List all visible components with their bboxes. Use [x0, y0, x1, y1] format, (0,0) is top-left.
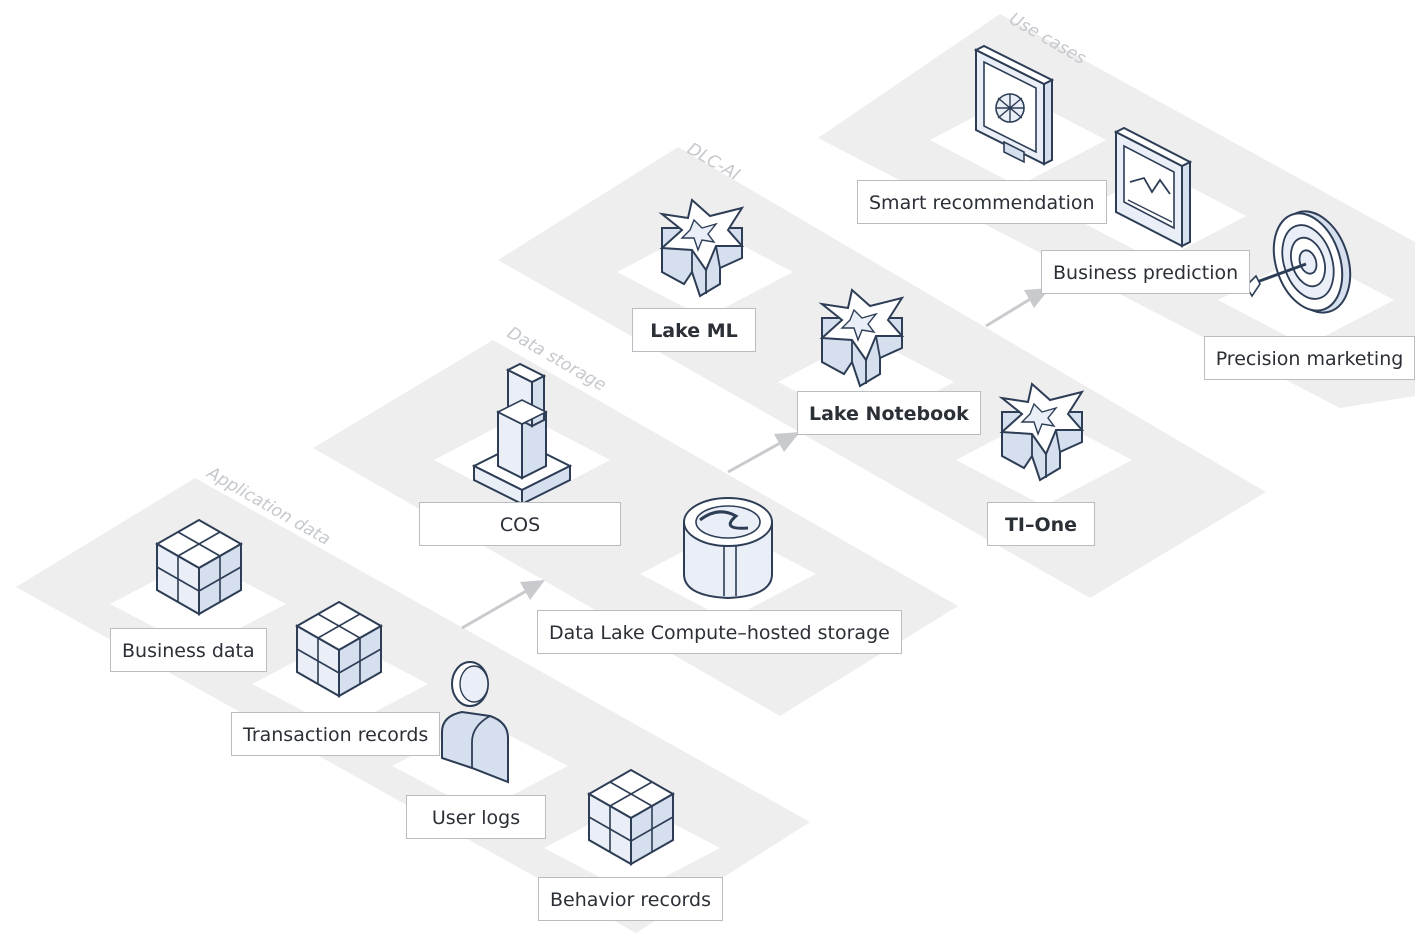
- label-dlc-storage: Data Lake Compute–hosted storage: [537, 610, 902, 654]
- dlc-storage-cylinder-icon: [682, 496, 774, 600]
- arrow-storage-to-dlc: [727, 432, 800, 474]
- label-cos: COS: [419, 502, 621, 546]
- label-lake-notebook: Lake Notebook: [797, 391, 981, 435]
- label-smart-recommendation: Smart recommendation: [857, 180, 1107, 224]
- label-ti-one: TI–One: [987, 502, 1095, 546]
- label-business-data: Business data: [110, 628, 267, 672]
- arrow-application-to-storage: [461, 580, 545, 630]
- label-lake-ml: Lake ML: [632, 308, 756, 352]
- label-business-prediction: Business prediction: [1041, 250, 1251, 294]
- label-user-logs: User logs: [406, 795, 546, 839]
- label-precision-marketing: Precision marketing: [1204, 336, 1415, 380]
- label-transaction-records: Transaction records: [231, 712, 441, 756]
- label-behavior-records: Behavior records: [538, 877, 723, 921]
